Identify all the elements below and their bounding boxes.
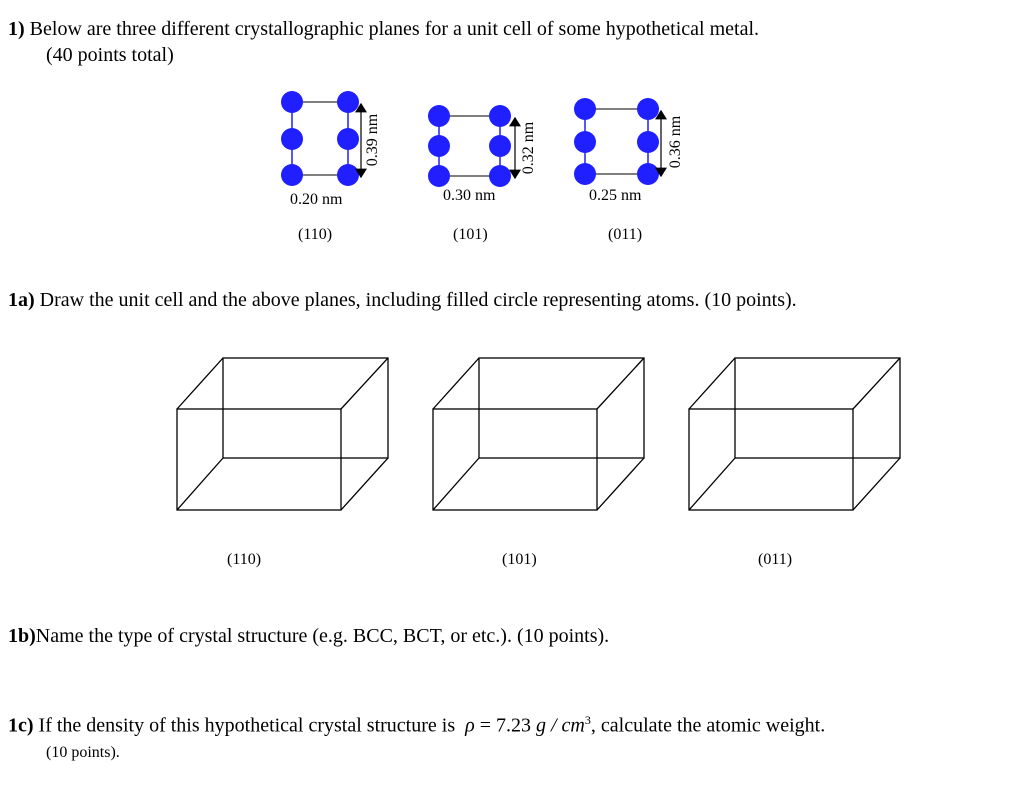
unit-cell-edge bbox=[852, 357, 901, 410]
unit-cell-front bbox=[432, 408, 598, 511]
atom bbox=[281, 91, 303, 113]
unit-cell-front bbox=[176, 408, 342, 511]
atom bbox=[281, 164, 303, 186]
atom bbox=[574, 98, 596, 120]
plane-height-label: 0.39 nm bbox=[364, 113, 381, 167]
atom bbox=[637, 98, 659, 120]
plane-label: (110) bbox=[298, 226, 333, 243]
atom bbox=[281, 128, 303, 150]
plane-label: (011) bbox=[608, 226, 643, 243]
unit-cell-edge bbox=[176, 357, 224, 410]
question-1c-points: (10 points). bbox=[46, 744, 120, 761]
unit-cell-edge bbox=[432, 457, 480, 511]
atom bbox=[337, 128, 359, 150]
unit-cell-edge bbox=[852, 457, 901, 511]
unit-cell-edge bbox=[688, 457, 736, 511]
plane-width-label: 0.20 nm bbox=[290, 191, 343, 208]
box-label: (110) bbox=[227, 551, 262, 568]
unit-cell-back bbox=[222, 357, 389, 459]
unit-cell-edge bbox=[432, 357, 480, 410]
unit-cell-front bbox=[688, 408, 854, 511]
question-1b: 1b)Name the type of crystal structure (e… bbox=[8, 625, 610, 647]
atom bbox=[428, 135, 450, 157]
atom bbox=[337, 91, 359, 113]
unit-cell-edge bbox=[176, 457, 224, 511]
plane-width-label: 0.25 nm bbox=[589, 187, 642, 204]
atom bbox=[337, 164, 359, 186]
unit-cell-edge bbox=[596, 457, 645, 511]
atom bbox=[574, 163, 596, 185]
question-1c: 1c) If the density of this hypothetical … bbox=[8, 713, 826, 737]
atom bbox=[428, 105, 450, 127]
plane-width-label: 0.30 nm bbox=[443, 187, 496, 204]
atom bbox=[637, 163, 659, 185]
unit-cell-edge bbox=[688, 357, 736, 410]
atom bbox=[489, 105, 511, 127]
question-1a: 1a) Draw the unit cell and the above pla… bbox=[8, 289, 797, 311]
unit-cell-edge bbox=[596, 357, 645, 410]
plane-label: (101) bbox=[453, 226, 488, 243]
atom bbox=[428, 165, 450, 187]
box-label: (011) bbox=[758, 551, 793, 568]
question-1-points: (40 points total) bbox=[46, 44, 174, 66]
box-label: (101) bbox=[502, 551, 537, 568]
unit-cell-back bbox=[734, 357, 901, 459]
unit-cell-back bbox=[478, 357, 645, 459]
plane-height-label: 0.32 nm bbox=[520, 121, 537, 175]
unit-cell-edge bbox=[340, 357, 389, 410]
atom bbox=[637, 131, 659, 153]
atom bbox=[489, 165, 511, 187]
atom bbox=[489, 135, 511, 157]
question-1: 1) Below are three different crystallogr… bbox=[8, 18, 760, 40]
atom bbox=[574, 131, 596, 153]
plane-height-label: 0.36 nm bbox=[667, 115, 684, 169]
unit-cell-edge bbox=[340, 457, 389, 511]
